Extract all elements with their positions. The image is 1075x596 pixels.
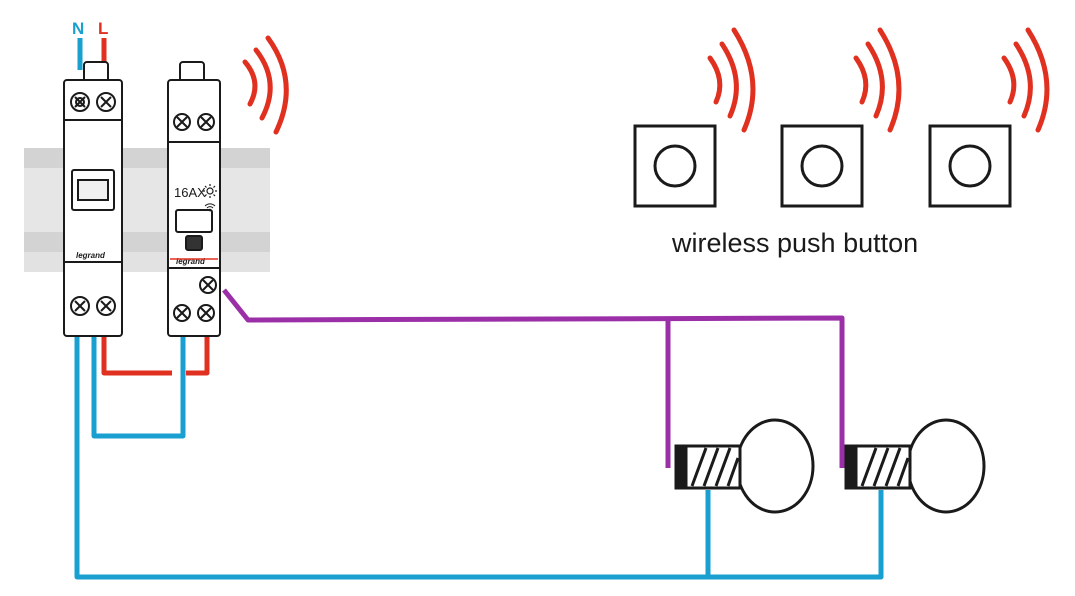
push-button-1[interactable] [633, 27, 756, 208]
live-receiver-wire [186, 335, 210, 376]
receiver-brand-label: legrand [176, 257, 206, 266]
receiver-radio-waves-icon [242, 35, 289, 135]
radio-waves-icon [1001, 27, 1050, 133]
neutral-link-wire [91, 335, 186, 439]
neutral-main-wire [74, 335, 884, 580]
din-rail [24, 148, 270, 272]
sun-icon [203, 184, 217, 198]
live-link-wire [101, 335, 172, 376]
wires [74, 38, 884, 580]
switched-output-wire [222, 288, 845, 468]
neutral-label: N [72, 19, 84, 38]
radio-waves-icon [853, 27, 902, 133]
lamp-2 [844, 418, 986, 514]
wireless-caption: wireless push button [671, 228, 918, 258]
circuit-breaker [63, 61, 123, 337]
push-button-3[interactable] [928, 27, 1050, 208]
receiver-rating-label: 16AX [174, 185, 206, 200]
wireless-receiver [167, 61, 221, 337]
lamp-1 [674, 418, 815, 514]
wifi-icon [204, 203, 216, 212]
push-button-2[interactable] [780, 27, 902, 208]
live-label: L [98, 19, 108, 38]
radio-waves-icon [707, 27, 756, 133]
breaker-brand-label: legrand [76, 251, 106, 260]
